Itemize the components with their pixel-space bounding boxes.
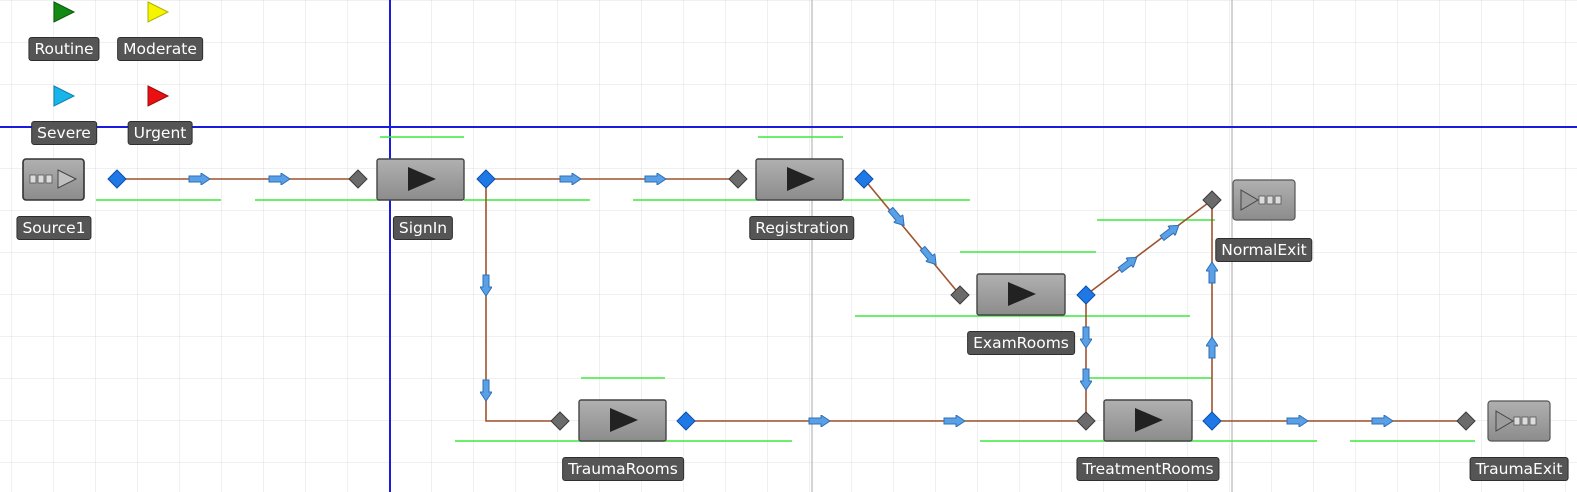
urgent-flag-icon[interactable]	[147, 85, 170, 107]
normalexit-label: NormalExit	[1215, 238, 1313, 262]
paths[interactable]	[117, 178, 1466, 422]
traumaexit-label: TraumaExit	[1469, 457, 1569, 481]
examrooms-server[interactable]	[976, 273, 1066, 316]
severe-label: Severe	[31, 121, 97, 145]
output-nodes[interactable]	[107, 169, 1222, 431]
moderate-label: Moderate	[117, 37, 203, 61]
source-object[interactable]	[22, 158, 85, 201]
routine-label: Routine	[28, 37, 100, 61]
severe-flag-icon[interactable]	[53, 85, 76, 107]
treatmentrooms-server[interactable]	[1103, 399, 1193, 442]
traumaexit-sink[interactable]	[1487, 400, 1551, 442]
urgent-label: Urgent	[127, 121, 193, 145]
routine-flag-icon[interactable]	[53, 1, 76, 23]
normalexit-sink[interactable]	[1232, 179, 1296, 221]
moderate-flag-icon[interactable]	[147, 1, 170, 23]
registration-server[interactable]	[755, 158, 844, 201]
examrooms-label: ExamRooms	[967, 331, 1075, 355]
source1-label: Source1	[16, 216, 92, 240]
traumarooms-server[interactable]	[578, 399, 667, 442]
signin-server[interactable]	[376, 158, 465, 201]
registration-label: Registration	[749, 216, 855, 240]
treatmentrooms-label: TreatmentRooms	[1076, 457, 1220, 481]
input-nodes[interactable]	[348, 169, 1476, 431]
signin-label: SignIn	[392, 216, 454, 240]
traumarooms-label: TraumaRooms	[562, 457, 684, 481]
